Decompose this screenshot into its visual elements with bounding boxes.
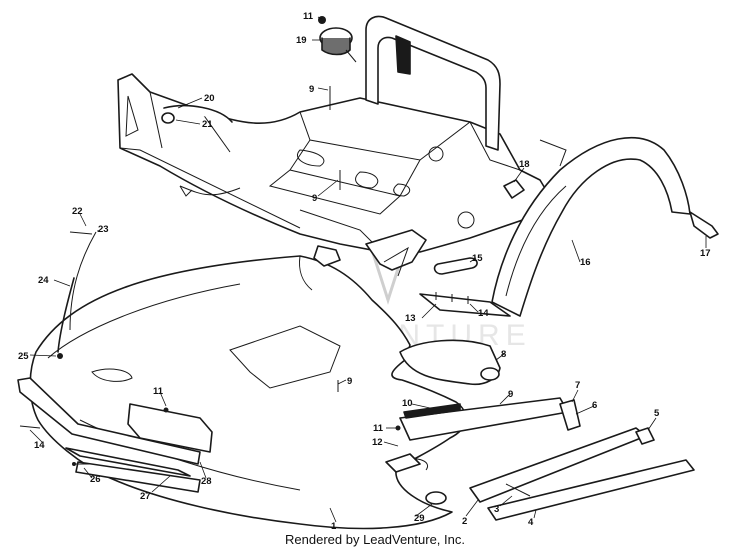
fuel-pump: [318, 16, 357, 63]
callout-20: 20: [204, 93, 215, 104]
callout-24: 24: [38, 275, 49, 286]
hitch-bracket: [689, 211, 719, 239]
grab-handle: [365, 15, 501, 151]
callout-9-top: 9: [309, 84, 314, 95]
callout-15: 15: [472, 253, 483, 264]
hose: [161, 104, 233, 124]
runner-bars: [469, 399, 695, 521]
callout-11: 11: [303, 11, 314, 22]
side-rail: [385, 397, 569, 473]
console-cover: [399, 339, 501, 386]
callout-21: 21: [202, 119, 213, 130]
callout-9-lower: 9: [347, 376, 352, 387]
callout-11-rail: 11: [373, 423, 384, 434]
callout-labels: 11 19 20 21 9 9 18 22 23 24 15 16 17 13 …: [18, 11, 711, 532]
callout-8: 8: [501, 349, 506, 360]
callout-5: 5: [654, 408, 660, 419]
belly-pan: [29, 255, 467, 530]
throttle-cable: [57, 231, 97, 359]
callout-10: 10: [402, 398, 413, 409]
callout-13: 13: [405, 313, 416, 324]
callout-23: 23: [98, 224, 109, 235]
callout-27: 27: [140, 491, 151, 502]
rear-block: [503, 179, 525, 199]
center-bracket: [313, 229, 427, 277]
fasteners: [19, 86, 401, 466]
callout-9-right: 9: [508, 389, 513, 400]
callout-28: 28: [201, 476, 212, 487]
cap: [425, 491, 447, 505]
callout-18: 18: [519, 159, 530, 170]
leader-lines: [29, 16, 707, 523]
callout-14-left: 14: [34, 440, 45, 451]
callout-17: 17: [700, 248, 711, 259]
callout-14-right: 14: [478, 308, 489, 319]
callout-6: 6: [592, 400, 597, 411]
callout-1: 1: [331, 521, 337, 532]
mount-plate: [419, 292, 511, 317]
callout-25: 25: [18, 351, 29, 362]
front-bumper-rail: [17, 377, 201, 493]
callout-16: 16: [580, 257, 591, 268]
callout-26: 26: [90, 474, 101, 485]
callout-2: 2: [462, 516, 467, 527]
callout-12: 12: [372, 437, 383, 448]
callout-7: 7: [575, 380, 580, 391]
callout-29: 29: [414, 513, 425, 524]
callout-22: 22: [72, 206, 83, 217]
callout-19: 19: [296, 35, 307, 46]
callout-9-mid: 9: [312, 193, 317, 204]
callout-3: 3: [494, 504, 499, 515]
tray-bracket: [127, 403, 213, 453]
shackle: [433, 257, 478, 275]
callout-4: 4: [528, 517, 534, 528]
footer-credit: Rendered by LeadVenture, Inc.: [285, 532, 465, 547]
callout-11-tray: 11: [153, 386, 164, 397]
